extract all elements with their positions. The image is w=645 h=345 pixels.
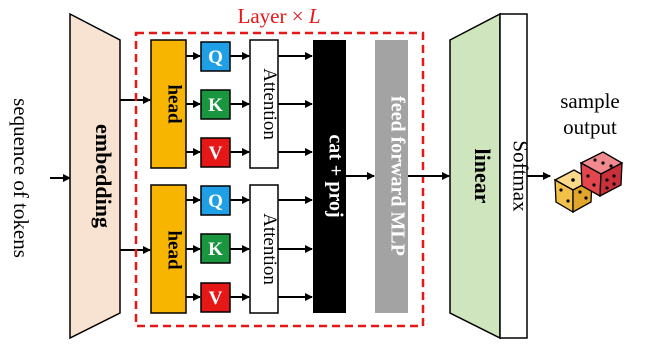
head-2-v-label: V: [209, 288, 223, 309]
ffn-block: [375, 40, 408, 313]
red-die-icon: [579, 151, 624, 198]
input-label: sequence of tokens: [9, 98, 33, 258]
head-1-block: [150, 39, 187, 169]
head-1-v-label: V: [209, 143, 223, 164]
output-line1: sample: [560, 89, 619, 113]
concat-proj-block: [313, 40, 346, 313]
head-1-q-box: [200, 41, 231, 72]
concat-proj-label: cat + proj: [325, 134, 347, 217]
layer-title: Layer × L: [238, 4, 321, 28]
layer-box: [134, 31, 425, 328]
head-1-q-label: Q: [208, 47, 223, 68]
output-line2: output: [563, 115, 617, 139]
head-2-label: head: [164, 230, 185, 270]
embedding-block: [69, 12, 121, 340]
head-2-attention-box: [249, 184, 279, 314]
head-2-q-label: Q: [208, 191, 223, 212]
head-1-attention-label: Attention: [259, 68, 280, 140]
layer-title-var: L: [308, 4, 321, 28]
head-1-k-label: K: [208, 95, 223, 116]
head-1-v-box: [200, 137, 231, 168]
ffn-label: feed forward MLP: [387, 96, 409, 256]
head-1-attention-box: [249, 39, 279, 169]
linear-label: linear: [470, 149, 495, 204]
head-2-q-box: [200, 185, 231, 216]
dice-icon: [553, 151, 624, 214]
layer-title-prefix: Layer ×: [238, 4, 309, 28]
head-2-block: [150, 184, 187, 314]
head-2-attention-label: Attention: [259, 213, 280, 285]
embedding-label: embedding: [91, 124, 116, 228]
head-2-k-label: K: [208, 239, 223, 260]
softmax-block: [499, 13, 528, 339]
head-1-label: head: [164, 84, 185, 124]
